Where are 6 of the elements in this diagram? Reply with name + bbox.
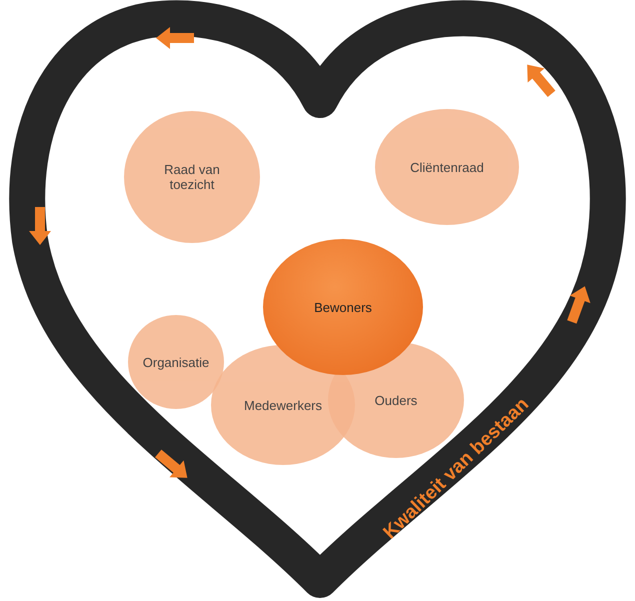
node-label: Ouders [374,392,418,408]
node-label: Bewoners [313,300,373,314]
node-label: Raad van toezicht [163,162,221,192]
node-label: Organisatie [142,354,210,370]
node-label: Medewerkers [242,398,324,412]
node-label: Cliëntenraad [409,160,485,174]
